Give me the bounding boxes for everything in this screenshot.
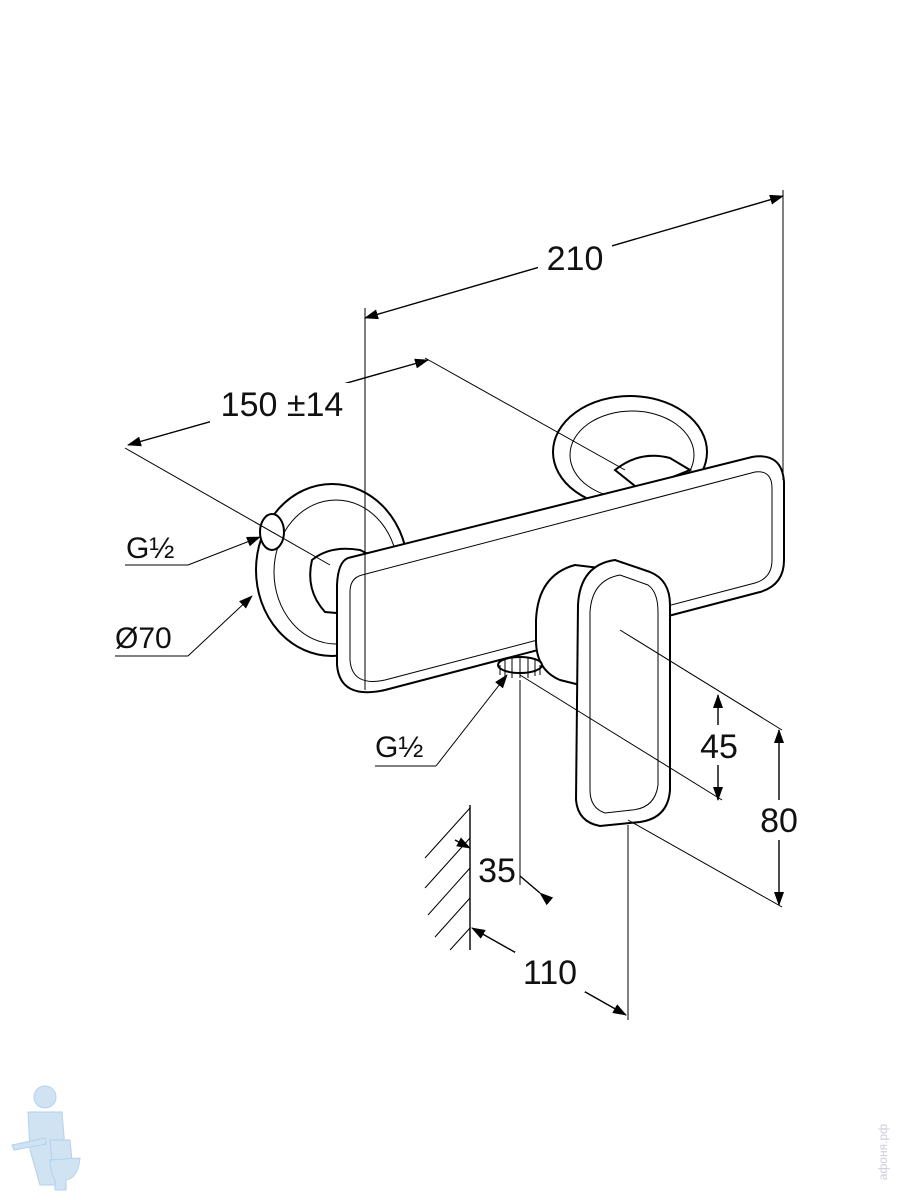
watermark: афоня.рф: [876, 1123, 890, 1180]
dimension-45: 45: [519, 629, 783, 801]
svg-text:G½: G½: [126, 532, 174, 565]
label-outlet-thread: G½: [375, 674, 508, 767]
plumber-logo: [11, 1085, 81, 1191]
svg-text:210: 210: [547, 240, 604, 278]
dimension-35: 35: [424, 680, 554, 951]
svg-text:Ø70: Ø70: [115, 622, 172, 655]
svg-text:45: 45: [700, 728, 738, 766]
svg-text:80: 80: [760, 802, 798, 840]
svg-text:150 ±14: 150 ±14: [221, 386, 344, 424]
svg-text:110: 110: [523, 954, 577, 992]
outlet-thread: [497, 656, 543, 678]
dimension-150: 150 ±14: [124, 357, 626, 566]
label-flange-diameter: Ø70: [115, 595, 253, 657]
lever-handle: [535, 558, 671, 828]
svg-text:35: 35: [478, 852, 516, 890]
svg-text:G½: G½: [375, 731, 423, 764]
dimension-80: 80: [627, 729, 803, 908]
dimension-210: 210: [364, 190, 784, 690]
label-inlet-thread: G½: [125, 532, 261, 566]
dimension-110: 110: [471, 825, 629, 1020]
